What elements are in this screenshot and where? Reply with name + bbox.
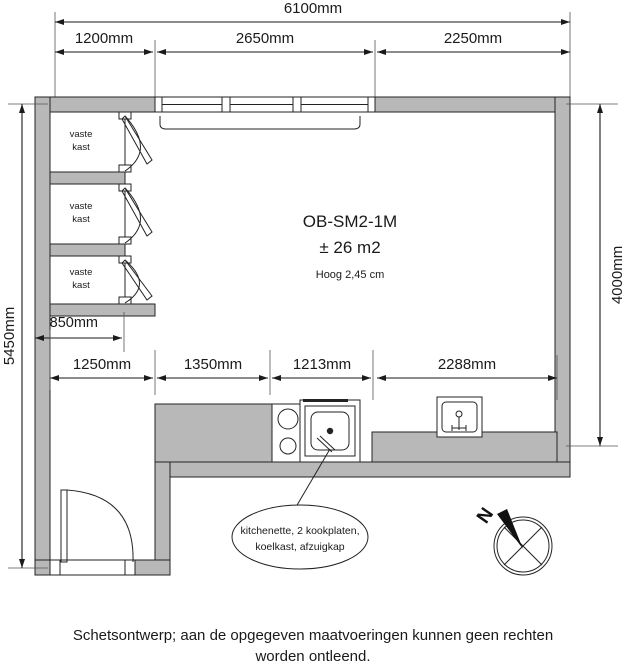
top-dimension-group: 6100mm 1200mm 2650mm 2250mm [54,0,571,112]
caption-line-1: Schetsontwerp; aan de opgegeven maatvoer… [73,627,553,644]
callout-leader-line [292,448,331,513]
cooktop-burner-2-icon [279,437,297,455]
cabinet-3-swing-arc [124,259,140,304]
wall-right-outer [554,96,571,478]
room-height-label: Hoog 2,45 cm [316,269,384,281]
dim-label-bottom-seg3: 1213mm [293,356,351,373]
cabinet-1-partition [49,171,126,185]
window-mullion-1 [221,96,231,113]
cabinet-3-label-line1: vaste [70,267,93,278]
builtin-cabinets-group: vaste kast vaste kast vaste kast [49,111,156,317]
cabinet-1-label-line1: vaste [70,129,93,140]
kitchen-sink-outer [304,405,356,457]
cabinet-2-label-line1: vaste [70,201,93,212]
washbasin-group [436,396,483,438]
cabinet-3-door-leaf [121,259,153,301]
wall-structure [34,96,571,576]
caption-line-2: worden ontleend. [254,648,370,665]
dim-label-bottom-seg1: 1250mm [73,356,131,373]
wall-alcove-right [154,461,171,576]
compass-cross-ne-sw [503,526,543,566]
washbasin-bowl [441,401,478,433]
wall-bottom-main [154,461,571,478]
room-label-group: OB-SM2-1M ± 26 m2 Hoog 2,45 cm [303,212,397,281]
caption-group: Schetsontwerp; aan de opgegeven maatvoer… [73,627,553,665]
cabinet-2-hinge-bottom [118,236,132,245]
kitchen-sink-drain-icon [326,427,334,435]
wall-left-outer [34,96,51,576]
room-area-label: ± 26 m2 [319,238,380,257]
window-sill-profile [159,116,361,130]
dim-label-top-seg1: 1200mm [75,30,133,47]
left-dimension-group: 5450mm [1,103,48,569]
kitchen-callout-group: kitchenette, 2 kookplaten, koelkast, afz… [231,448,369,570]
dim-label-left-overall: 5450mm [1,307,18,365]
kitchen-counter-left [154,403,273,463]
dim-label-850: 850mm [50,315,98,331]
window-jamb-right [367,96,376,113]
window-assembly [154,96,376,130]
dim-label-top-overall: 6100mm [284,0,342,17]
cabinet-3-partition [49,303,156,317]
bottom-dimension-group: 1250mm 1350mm 1213mm 2288mm [49,330,558,400]
dim-label-bottom-seg4: 2288mm [438,356,496,373]
callout-label-line1: kitchenette, 2 kookplaten, [240,525,359,537]
entrance-door-jamb-left [49,559,61,576]
cabinet-3-label-line2: kast [72,280,90,291]
compass-outer-ring [493,516,553,576]
cabinet-2-swing-arc [124,187,141,244]
dim-850-group: 850mm [35,312,125,352]
kitchen-backsplash [303,399,348,402]
callout-bubble [231,504,369,570]
dim-label-right-overall: 4000mm [609,246,626,304]
cabinet-2-label-line2: kast [72,214,90,225]
wall-top-right [374,96,571,113]
entrance-door-group [49,489,136,576]
cooktop-burner-1-icon [277,408,299,430]
entrance-door-swing-arc [66,489,134,563]
window-jamb-left [154,96,163,113]
room-code-label: OB-SM2-1M [303,212,397,231]
cabinet-1-door-leaf [121,115,153,165]
kitchen-sink-faucet-icon-2 [319,435,336,451]
compass-inner-ring [496,519,550,573]
right-dimension-group: 4000mm [566,103,626,447]
callout-label-line2: koelkast, afzuigkap [255,541,344,553]
cabinet-1-label-line2: kast [72,142,90,153]
compass-north-needle-icon [497,509,523,549]
dim-label-top-seg2: 2650mm [236,30,294,47]
washbasin-unit [436,396,483,438]
cabinet-1-box [49,111,126,173]
cabinet-1-swing-arc [124,115,141,172]
wall-top-left [34,96,156,113]
cabinet-2-box [49,183,126,245]
cabinet-2-partition [49,243,126,257]
dim-label-top-seg3: 2250mm [444,30,502,47]
entrance-door-leaf [60,489,68,563]
cabinet-2-door-leaf [121,187,153,237]
cabinet-3-hinge-bottom [118,296,132,305]
cooktop-module [271,403,305,463]
dim-label-bottom-seg2: 1350mm [184,356,242,373]
window-mullion-2 [292,96,302,113]
cabinet-1-hinge-bottom [118,164,132,173]
entrance-door-jamb-right [124,559,136,576]
